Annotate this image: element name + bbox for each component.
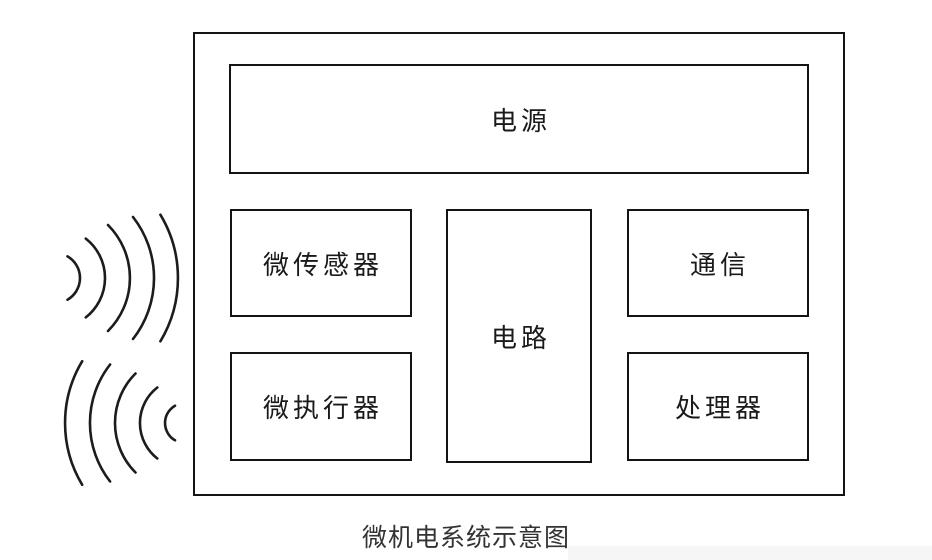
processor-block: 处理器 bbox=[627, 352, 809, 461]
micro-sensor-block-label: 微传感器 bbox=[262, 250, 383, 280]
micro-actuator-block: 微执行器 bbox=[230, 352, 412, 461]
power-block: 电源 bbox=[229, 64, 809, 174]
diagram-caption: 微机电系统示意图 bbox=[361, 524, 570, 552]
circuit-block: 电路 bbox=[446, 209, 592, 463]
communication-block: 通信 bbox=[627, 209, 809, 317]
micro-sensor-block: 微传感器 bbox=[230, 209, 412, 317]
communication-block-label: 通信 bbox=[689, 250, 750, 280]
outgoing-waves-icon bbox=[63, 359, 177, 487]
page-edge-strip bbox=[568, 546, 932, 560]
micro-actuator-block-label: 微执行器 bbox=[262, 394, 383, 423]
circuit-block-label: 电路 bbox=[490, 323, 551, 353]
processor-block-label: 处理器 bbox=[674, 394, 765, 423]
signal-waves-graphic bbox=[63, 213, 180, 487]
incoming-waves-icon bbox=[66, 213, 180, 343]
power-block-label: 电源 bbox=[490, 106, 551, 136]
